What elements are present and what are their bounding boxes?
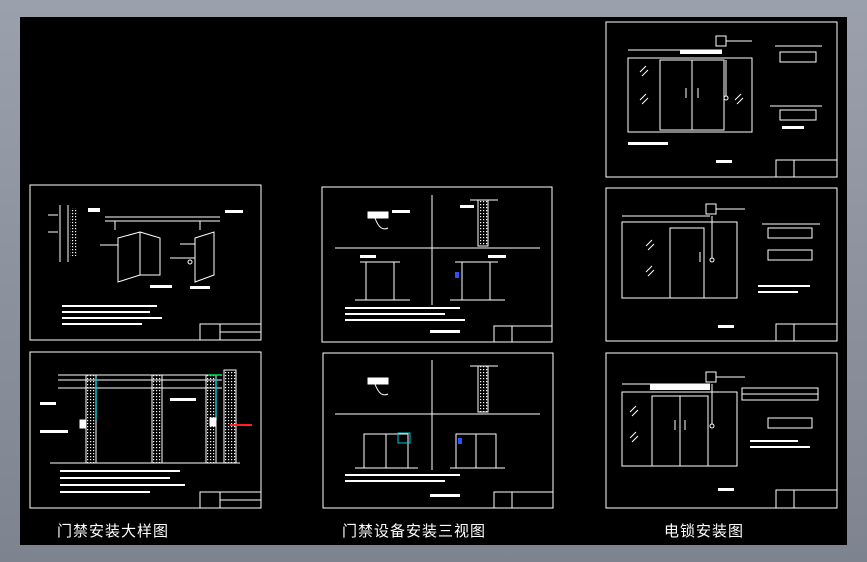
sheet-left-bottom[interactable] xyxy=(29,351,262,509)
sheet-left-top[interactable] xyxy=(29,184,262,341)
sheet-right-bottom[interactable] xyxy=(605,352,838,509)
sheet-middle-bottom[interactable] xyxy=(322,352,554,509)
caption-door-access-detail: 门禁安装大样图 xyxy=(57,522,170,540)
caption-equipment-three-views: 门禁设备安装三视图 xyxy=(342,522,487,540)
sheet-middle-top[interactable] xyxy=(321,186,553,343)
sheet-right-top[interactable] xyxy=(605,21,838,178)
sheet-right-middle[interactable] xyxy=(605,187,838,342)
caption-electric-lock: 电锁安装图 xyxy=(664,522,745,540)
